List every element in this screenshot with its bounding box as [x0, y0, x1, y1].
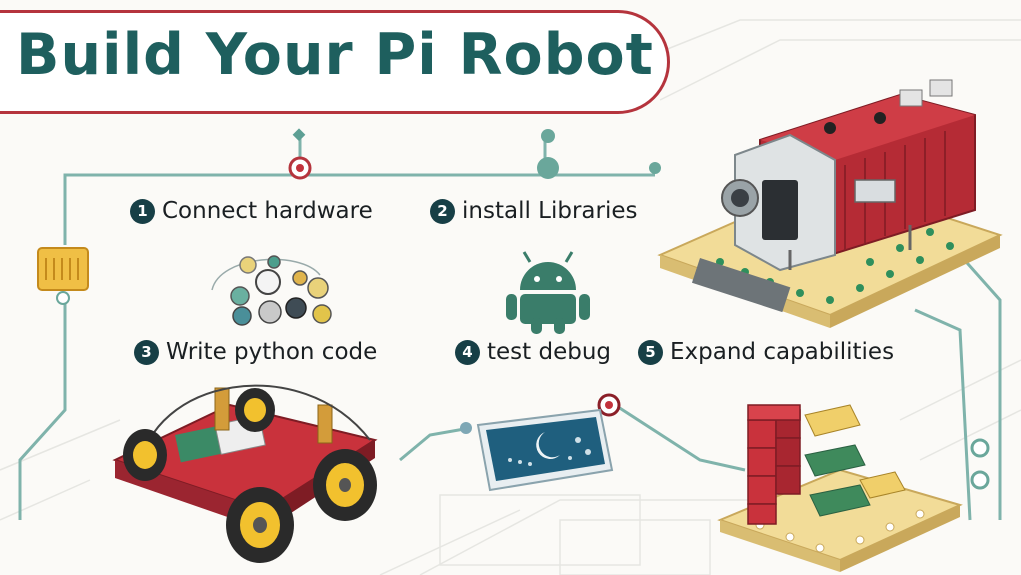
step-1-label: Connect hardware	[162, 198, 373, 224]
title-banner	[0, 10, 670, 114]
step-1: 1 Connect hardware	[130, 198, 373, 224]
chip-icon	[37, 247, 89, 305]
step-5: 5 Expand capabilities	[638, 339, 894, 365]
step-3-badge: 3	[134, 339, 159, 365]
step-4: 4 test debug	[455, 339, 611, 365]
node-diamond	[292, 128, 306, 142]
step-5-badge: 5	[638, 339, 663, 365]
step-2: 2 install Libraries	[430, 198, 638, 224]
step-3-label: Write python code	[166, 339, 378, 365]
parts-icon	[211, 255, 332, 326]
step-3: 3 Write python code	[134, 339, 377, 365]
step-2-label: install Libraries	[462, 198, 638, 224]
step-2-badge: 2	[430, 198, 455, 224]
step-5-label: Expand capabilities	[670, 339, 895, 365]
step-4-badge: 4	[455, 339, 480, 365]
robot-car-illustration	[112, 384, 378, 563]
android-icon	[506, 251, 590, 334]
tablet-icon	[476, 408, 614, 492]
page-title: Build Your Pi Robot	[16, 22, 654, 88]
step-4-label: test debug	[487, 339, 612, 365]
step-1-badge: 1	[130, 198, 155, 224]
modules-illustration	[717, 404, 963, 572]
node-dot	[537, 157, 559, 179]
robot-module-illustration	[657, 79, 1003, 328]
